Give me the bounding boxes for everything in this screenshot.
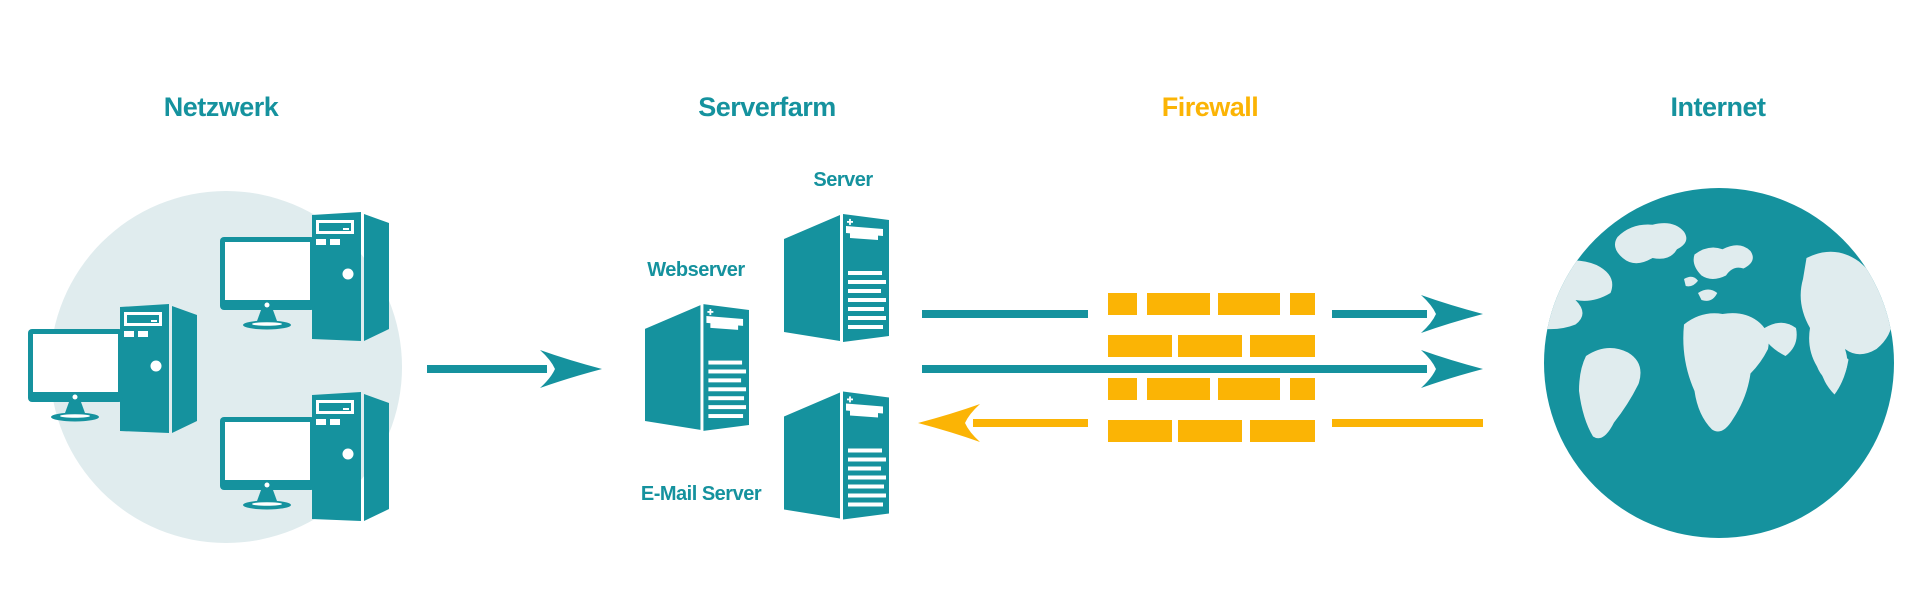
email-server-tower-icon xyxy=(784,389,889,522)
firewall-brick xyxy=(1108,420,1172,442)
firewall-brick xyxy=(1218,293,1280,315)
firewall-brick xyxy=(1108,293,1137,315)
firewall-heading: Firewall xyxy=(1161,92,1259,122)
firewall-brick xyxy=(1250,335,1315,357)
firewall-brick xyxy=(1250,420,1315,442)
server-label: Server xyxy=(813,169,873,191)
firewall-brick xyxy=(1290,378,1315,400)
firewall-brick xyxy=(1290,293,1315,315)
desktop-computer-icon xyxy=(28,304,198,434)
arrow-serverfarm-to-internet-middle xyxy=(922,350,1483,388)
globe-icon xyxy=(1544,188,1894,538)
firewall-brick xyxy=(1108,378,1137,400)
webserver-tower-icon xyxy=(645,302,749,433)
firewall-brick xyxy=(1147,378,1210,400)
webserver-label: Webserver xyxy=(647,259,745,281)
arrow-internet-to-serverfarm xyxy=(918,404,1483,442)
firewall-brick-wall-icon xyxy=(1108,293,1315,442)
firewall-brick xyxy=(1218,378,1280,400)
firewall-brick xyxy=(1178,420,1242,442)
firewall-brick xyxy=(1178,335,1242,357)
desktop-computer-icon xyxy=(220,392,390,522)
email-server-label: E-Mail Server xyxy=(640,483,762,505)
netzwerk-heading: Netzwerk xyxy=(163,92,279,122)
arrow-serverfarm-to-internet-upper xyxy=(922,295,1483,333)
arrow-netzwerk-to-serverfarm xyxy=(427,350,602,388)
serverfarm-heading: Serverfarm xyxy=(698,92,836,122)
server-tower-icon xyxy=(784,212,889,344)
desktop-computer-icon xyxy=(220,212,390,342)
firewall-brick xyxy=(1147,293,1210,315)
internet-heading: Internet xyxy=(1670,92,1766,122)
firewall-brick xyxy=(1108,335,1172,357)
